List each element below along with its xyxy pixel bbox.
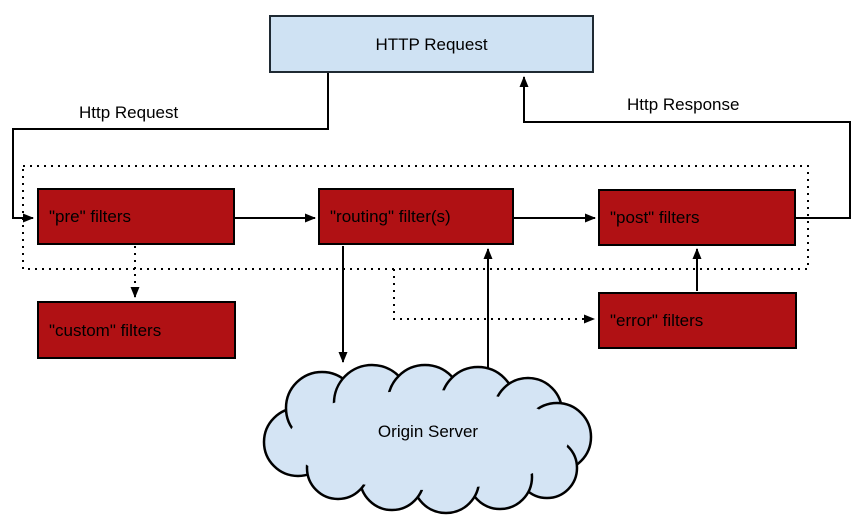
error-filters-label: "error" filters: [610, 311, 704, 330]
http-request-box: HTTP Request: [269, 15, 594, 73]
custom-filters-label: "custom" filters: [49, 320, 162, 340]
custom-filters-box: "custom" filters: [37, 301, 236, 359]
http-request-entry-arrow: [12, 73, 329, 223]
http-response-edge-label: Http Response: [627, 95, 740, 114]
origin-server-label: Origin Server: [377, 422, 479, 441]
pre-filters-box: "pre" filters: [37, 188, 235, 245]
post-filters-label: "post" filters: [610, 208, 700, 227]
routing-filters-label: "routing" filter(s): [330, 207, 451, 226]
origin-server-cloud: [262, 363, 593, 515]
chain-to-error-dotted-arrow: [393, 269, 595, 324]
filter-chain-dotted-container: [22, 165, 809, 270]
http-response-return-arrow: [519, 76, 851, 219]
pre-filters-label: "pre" filters: [49, 207, 131, 226]
routing-filters-box: "routing" filter(s): [318, 188, 514, 245]
http-request-edge-label: Http Request: [79, 103, 179, 122]
error-filters-box: "error" filters: [598, 292, 797, 349]
post-filters-box: "post" filters: [598, 189, 796, 246]
http-request-box-label: HTTP Request: [375, 34, 488, 54]
